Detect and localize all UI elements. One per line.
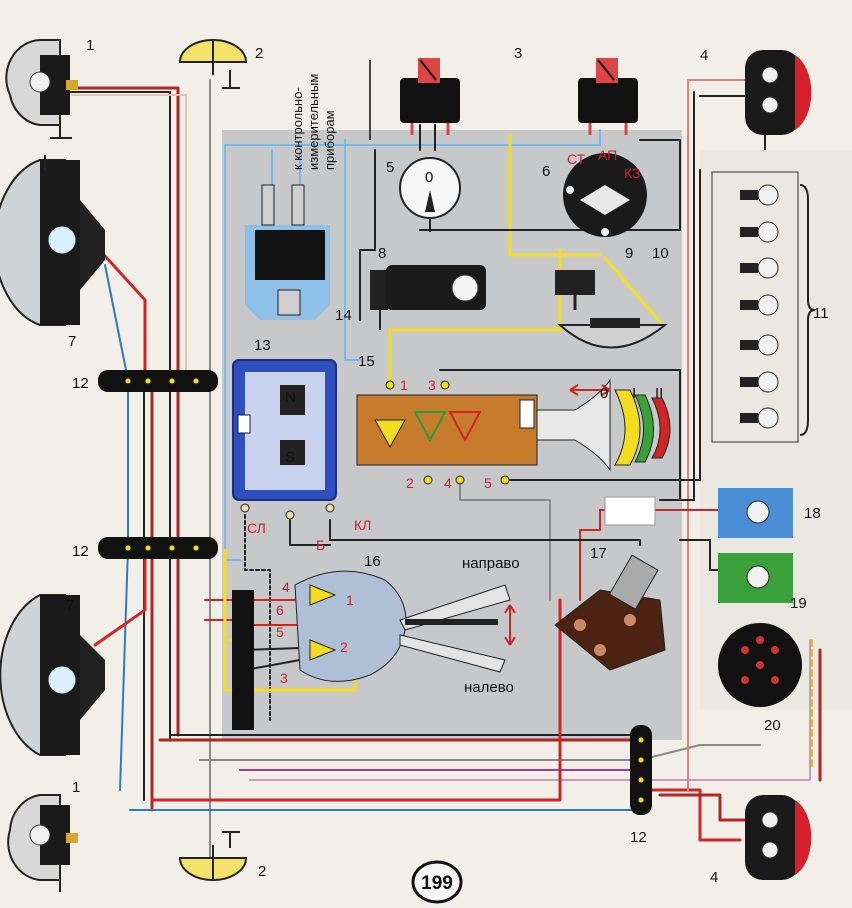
horn-bottom	[178, 831, 248, 881]
headlamp-bottom	[0, 594, 105, 756]
label-left: налево	[464, 679, 514, 696]
label-relay-s: S	[285, 449, 295, 466]
label-n14: 14	[335, 307, 352, 324]
front-sidelamp-top	[5, 39, 78, 139]
label-n16: 16	[364, 553, 381, 570]
rear-lamp-top	[745, 50, 812, 150]
label-ign-ap: АП	[598, 147, 617, 163]
connector-block-lower	[98, 537, 218, 559]
label-ign-st: СТ	[567, 151, 586, 167]
label-t15-4: 4	[444, 475, 452, 491]
label-n4b: 4	[710, 869, 718, 886]
turn-signal-switch	[232, 570, 516, 730]
page-number-badge: 199	[411, 860, 463, 904]
label-amp0: 0	[425, 169, 433, 186]
label-n7a: 7	[68, 333, 76, 350]
brake-switch-left	[400, 58, 460, 135]
label-sl: СЛ	[247, 520, 266, 536]
label-t16-1: 1	[346, 592, 354, 608]
ammeter	[399, 157, 461, 232]
label-t16-6: 6	[276, 602, 284, 618]
spark-plug-assembly	[245, 184, 330, 320]
label-n17: 17	[590, 545, 607, 562]
label-n10: 10	[652, 245, 669, 262]
label-n18: 18	[804, 505, 821, 522]
label-n19: 19	[790, 595, 807, 612]
label-n7b: 7	[66, 597, 74, 614]
label-n2b: 2	[258, 863, 266, 880]
starter-switch	[554, 554, 666, 671]
caption-line-1: к контрольно-	[290, 87, 305, 170]
instrument-bulbs	[711, 171, 816, 443]
label-t16-4: 4	[282, 579, 290, 595]
label-ign-kz: КЗ	[624, 165, 640, 181]
label-n3: 3	[514, 45, 522, 62]
caption-line-2: измерительным	[306, 74, 321, 170]
door-switch	[555, 270, 595, 310]
label-n6: 6	[542, 163, 550, 180]
rear-lamp-bottom	[745, 795, 812, 880]
label-n1a: 1	[86, 37, 94, 54]
horn-top	[178, 39, 248, 89]
label-n9: 9	[625, 245, 633, 262]
label-t15-5: 5	[484, 475, 492, 491]
instruments-caption: к контрольно- измерительным приборам	[290, 74, 337, 170]
label-b: Б	[316, 537, 325, 553]
label-pos0: 0	[600, 385, 608, 402]
label-kl: КЛ	[354, 517, 371, 533]
voltage-regulator-relay	[232, 359, 337, 520]
label-n12c: 12	[630, 829, 647, 846]
label-t16-2: 2	[340, 639, 348, 655]
label-t15-1: 1	[400, 377, 408, 393]
label-n20: 20	[764, 717, 781, 734]
label-n8: 8	[378, 245, 386, 262]
light-switch	[356, 378, 671, 485]
round-socket	[718, 623, 802, 707]
label-n1b: 1	[72, 779, 80, 796]
label-n5: 5	[386, 159, 394, 176]
ignition-switch	[563, 153, 647, 237]
label-n11: 11	[813, 305, 829, 322]
label-n13: 13	[254, 337, 271, 354]
connector-block-right	[630, 725, 652, 815]
label-n12a: 12	[72, 375, 89, 392]
label-relay-n: N	[285, 389, 296, 406]
connector-block-upper	[98, 370, 218, 392]
headlamp-top	[0, 155, 105, 326]
label-posII: II	[655, 385, 663, 402]
page-number: 199	[421, 873, 453, 894]
interior-lamp	[557, 318, 668, 349]
caption-line-3: приборам	[322, 110, 337, 170]
label-t16-5: 5	[276, 624, 284, 640]
label-t16-3: 3	[280, 670, 288, 686]
lamp-socket	[370, 265, 486, 330]
label-posI: I	[632, 385, 636, 402]
label-n15: 15	[358, 353, 375, 370]
label-t15-2: 2	[406, 475, 414, 491]
label-n2a: 2	[255, 45, 263, 62]
label-n12b: 12	[72, 543, 89, 560]
label-right: направо	[462, 555, 520, 572]
front-sidelamp-bottom	[7, 794, 78, 892]
label-t15-3: 3	[428, 377, 436, 393]
label-n4a: 4	[700, 47, 708, 64]
brake-switch-right	[578, 58, 638, 135]
